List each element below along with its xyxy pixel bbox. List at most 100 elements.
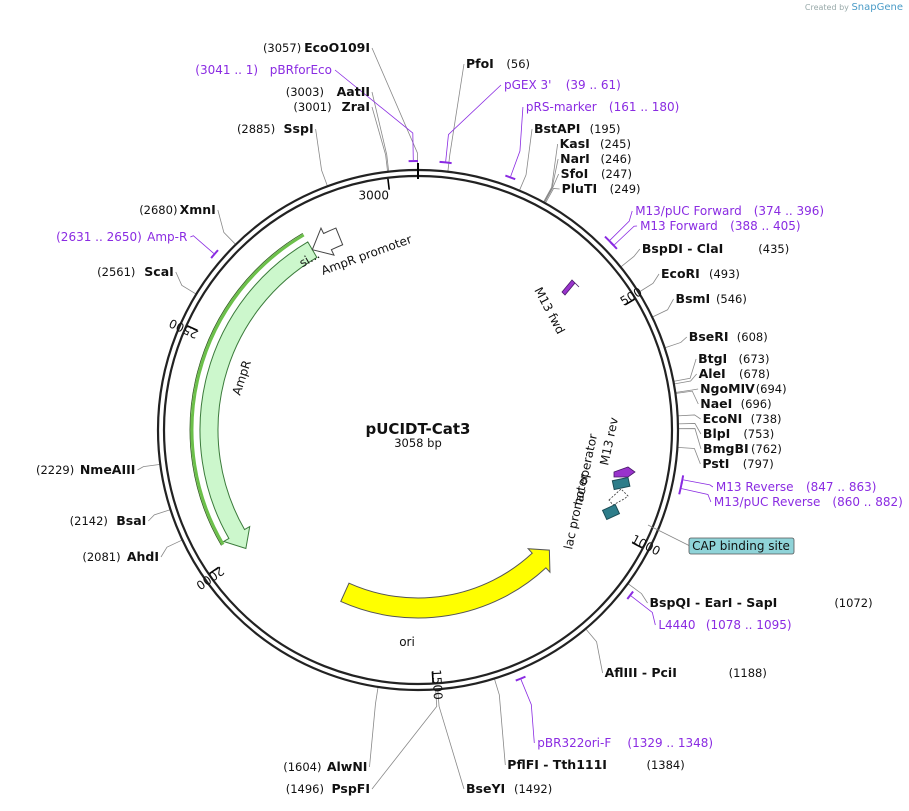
site-name: BspQI - EarI - SapI [650, 595, 778, 610]
primer-name: M13/pUC Reverse [714, 495, 821, 509]
leader-EcoNI [677, 414, 701, 420]
primer-l4440: L4440(1078 .. 1095) [658, 618, 791, 632]
site-position: (2142) [70, 514, 108, 528]
tick-mark-1000 [631, 541, 643, 549]
site-name: EcoO109I [304, 40, 370, 55]
primer-range: (374 .. 396) [754, 204, 824, 218]
site-name: XmnI [180, 202, 216, 217]
leader-EcoRI [638, 273, 660, 293]
leader-BspQIEarISapI [627, 583, 648, 604]
tick-mark-2500 [187, 325, 198, 332]
primer-name: pRS-marker [526, 100, 597, 114]
site-name: AatII [337, 84, 370, 99]
leader-BsmI [652, 298, 674, 318]
site-zrai: ZraI(3001) [293, 99, 370, 114]
site-name: BspDI - ClaI [642, 241, 723, 256]
lac-promoter-label: lac promoter [561, 473, 591, 551]
site-scai: ScaI(2561) [97, 264, 174, 279]
site-position: (2885) [237, 122, 275, 136]
primer-pgex-3-: pGEX 3'(39 .. 61) [504, 78, 621, 92]
leader-BseRI [664, 336, 688, 349]
primer-bar-L4440 [626, 590, 634, 600]
leader-NmeAIII [137, 463, 161, 471]
leader-ZraI [371, 106, 389, 172]
site-name: BlpI [703, 426, 730, 441]
leader-lines [137, 47, 714, 790]
site-pflfi-tth111i: PflFI - Tth111I(1384) [507, 757, 684, 772]
primer-pbr322ori-f: pBR322ori-F (1329 .. 1348) [537, 736, 713, 750]
primer-m13-puc-reverse: M13/pUC Reverse(860 .. 882) [714, 495, 903, 509]
primer-range: (1329 .. 1348) [627, 736, 713, 750]
primer-range: (161 .. 180) [609, 100, 679, 114]
site-position: (1496) [286, 782, 324, 796]
site-alei: AleI(678) [699, 366, 770, 381]
ampr-cds-band-edge [189, 232, 303, 546]
leader-PspFI [371, 689, 438, 790]
site-ecori: EcoRI (493) [661, 266, 740, 281]
m13-fwd-arrow [561, 279, 580, 296]
leader-ScaI [175, 271, 197, 295]
primer-bar-M13Forward [609, 241, 618, 250]
site-position: (2081) [82, 550, 120, 564]
site-name: PspFI [331, 781, 370, 796]
site-position: (246) [601, 152, 632, 166]
primer-leader [190, 235, 215, 254]
plasmid-backbone [156, 163, 680, 692]
primer-m13-puc-forward: M13/pUC Forward(374 .. 396) [635, 204, 824, 218]
snapgene-logo: SnapGene [851, 2, 903, 13]
site-name: BseRI [689, 329, 729, 344]
primer-bar-pGEX3 [439, 160, 452, 165]
cap-leader [647, 524, 691, 547]
site-position: (493) [709, 267, 740, 281]
primer-range: (847 .. 863) [806, 480, 876, 494]
ampr-arrow [199, 241, 318, 550]
site-xmni: XmnI(2680) [139, 202, 216, 217]
site-name: NmeAIII [80, 462, 136, 477]
leader-NarI [543, 158, 559, 203]
site-name: PstI [702, 456, 729, 471]
primer-leader [681, 488, 712, 503]
primer-name: pBR322ori-F [537, 736, 611, 750]
site-name: BmgBI [703, 441, 749, 456]
site-bmgbi: BmgBI(762) [703, 441, 782, 456]
site-btgi: BtgI(673) [698, 351, 769, 366]
site-position: (2229) [36, 463, 74, 477]
cap-site-box [601, 503, 621, 521]
site-position: (56) [506, 57, 530, 71]
site-alwni: AlwNI(1604) [283, 759, 367, 774]
site-position: (738) [751, 412, 782, 426]
site-econi: EcoNI(738) [703, 411, 782, 426]
site-position: (762) [751, 442, 782, 456]
primer-amp-r: Amp-R(2631 .. 2650) [56, 230, 187, 244]
site-labels: EcoO109I(3057)AatII(3003)ZraI(3001)SspI(… [36, 40, 903, 796]
site-name: NgoMIV [700, 381, 755, 396]
site-ahdi: AhdI(2081) [82, 549, 159, 564]
primer-leader [683, 479, 714, 488]
plasmid-name: pUCIDT-Cat3 [366, 420, 471, 438]
primer-name: M13 Forward [640, 219, 718, 233]
primer-leader [630, 595, 656, 626]
primer-range: (388 .. 405) [730, 219, 800, 233]
site-name: EcoRI [661, 266, 700, 281]
site-pfoi: PfoI(56) [466, 56, 530, 71]
site-position: (696) [741, 397, 772, 411]
tick-label-3000: 3000 [358, 189, 389, 203]
site-blpi: BlpI(753) [703, 426, 774, 441]
site-position: (3003) [286, 85, 324, 99]
leader-KasI [543, 143, 559, 203]
leader-AhdI [160, 539, 183, 558]
ori-arrow [340, 548, 551, 619]
primer-bar-pRSmarker [505, 174, 516, 181]
tick-mark-3000 [387, 178, 391, 190]
leader-BmgBI [677, 428, 702, 450]
leader-BtgI [673, 358, 697, 382]
ampr-cds-band [190, 233, 305, 546]
primer-pbrforeco: pBRforEco(3041 .. 1) [195, 63, 332, 77]
site-bseyi: BseYI(1492) [466, 781, 552, 796]
site-kasi: KasI(245) [560, 136, 631, 151]
site-position: (3057) [263, 41, 301, 55]
primer-name: pGEX 3' [504, 78, 551, 92]
primer-range: (2631 .. 2650) [56, 230, 142, 244]
lac-promoter-arrow [608, 488, 629, 506]
site-bsmi: BsmI(546) [676, 291, 747, 306]
